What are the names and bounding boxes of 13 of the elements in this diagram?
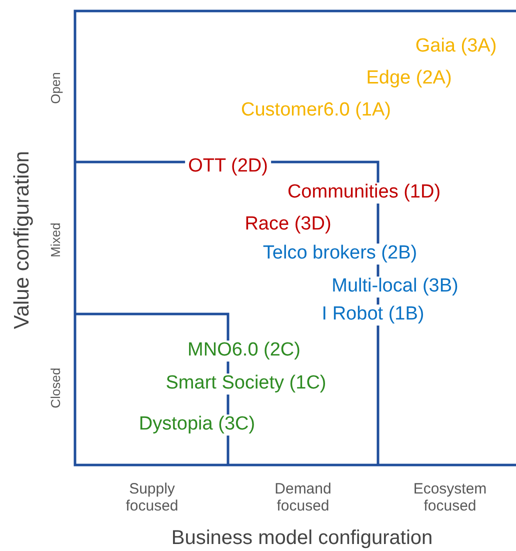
- axis-title: Value configuration: [10, 150, 34, 330]
- axis-category-label: Demand focused: [274, 482, 332, 514]
- scenario-label: Gaia (3A): [415, 36, 497, 58]
- scenario-label: OTT (2D): [185, 156, 271, 178]
- scenario-label: Race (3D): [244, 214, 332, 236]
- axis-category-label: Supply focused: [124, 482, 180, 514]
- axis-category-label: Closed: [48, 368, 64, 408]
- scenario-label: Customer6.0 (1A): [241, 100, 391, 122]
- axis-category-label: Mixed: [48, 222, 64, 258]
- axis-title: Business model configuration: [171, 527, 433, 549]
- axis-category-label: Ecosystem focused: [412, 482, 488, 514]
- scenario-label: Edge (2A): [366, 68, 452, 90]
- axis-category-label: Open: [48, 72, 64, 104]
